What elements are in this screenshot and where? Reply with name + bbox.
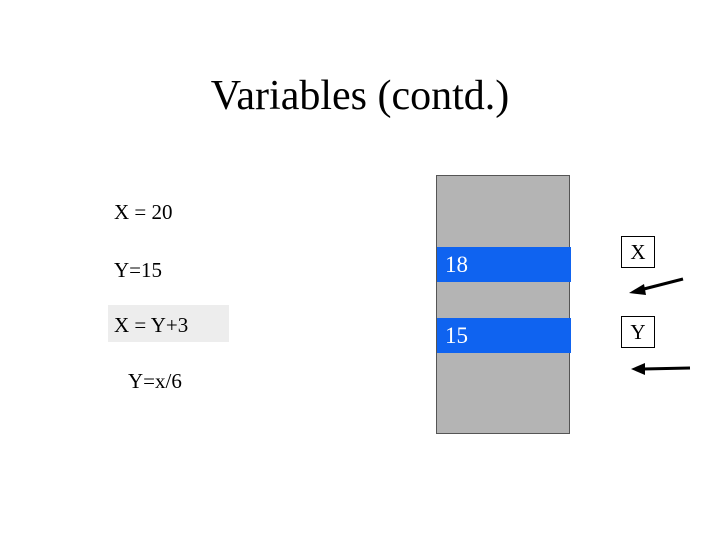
code-line-assign-x: X = 20	[114, 200, 173, 224]
code-line-x-equals-y-plus-3: X = Y+3	[114, 313, 189, 337]
code-line-assign-y: Y=15	[114, 258, 163, 282]
variable-label-x: X	[621, 236, 655, 268]
variable-label-y: Y	[621, 316, 655, 348]
memory-cell-x: 18	[437, 247, 571, 282]
memory-block: 18 15	[436, 175, 571, 434]
code-line-y-divide: Y=x/6	[128, 369, 182, 393]
arrow-to-y-icon	[631, 363, 691, 375]
arrow-to-x-icon	[629, 277, 684, 295]
slide-title: Variables (contd.)	[210, 73, 510, 119]
memory-cell-y: 15	[437, 318, 571, 353]
code-line-current-highlight: X = Y+3	[108, 305, 229, 342]
